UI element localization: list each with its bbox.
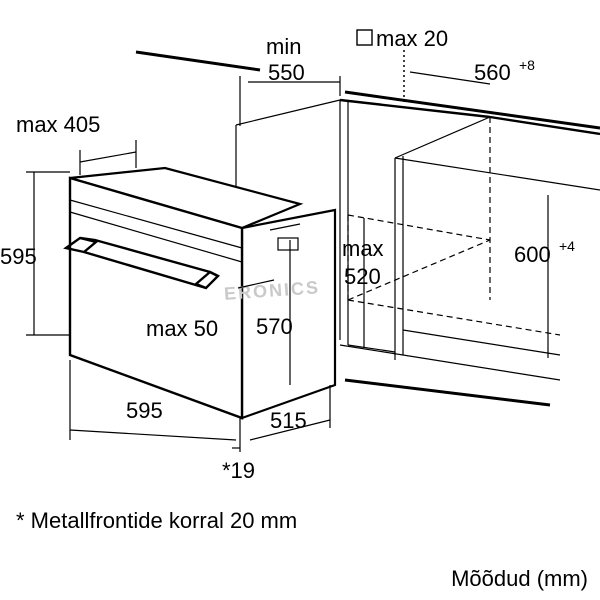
dimension-labels: min 550 max 20 560 +8 max 405 595 600 +4…	[0, 26, 575, 483]
cabinet-niche	[135, 50, 600, 407]
niche-width: 560	[474, 60, 511, 85]
inner-height: 570	[256, 314, 293, 339]
oven-depth: 515	[270, 408, 307, 433]
oven	[63, 166, 337, 420]
niche-depth-label: min	[266, 34, 301, 59]
front-offset: max 50	[146, 316, 218, 341]
dimension-lines	[26, 71, 549, 452]
front-thickness: *19	[222, 458, 255, 483]
max-depth-label: max	[342, 236, 384, 261]
footnote: * Metallfrontide korral 20 mm	[16, 508, 298, 533]
oven-height: 595	[0, 244, 37, 269]
top-depth: max 405	[16, 112, 100, 137]
units-label: Mõõdud (mm)	[451, 566, 588, 591]
recess-label: max 20	[376, 26, 448, 51]
niche-depth-value: 550	[268, 60, 305, 85]
square-symbol-icon	[356, 29, 373, 46]
oven-width: 595	[126, 398, 163, 423]
max-depth-value: 520	[344, 264, 381, 289]
niche-height-tolerance: +4	[559, 238, 575, 254]
niche-width-tolerance: +8	[519, 57, 535, 73]
niche-height: 600	[514, 242, 551, 267]
